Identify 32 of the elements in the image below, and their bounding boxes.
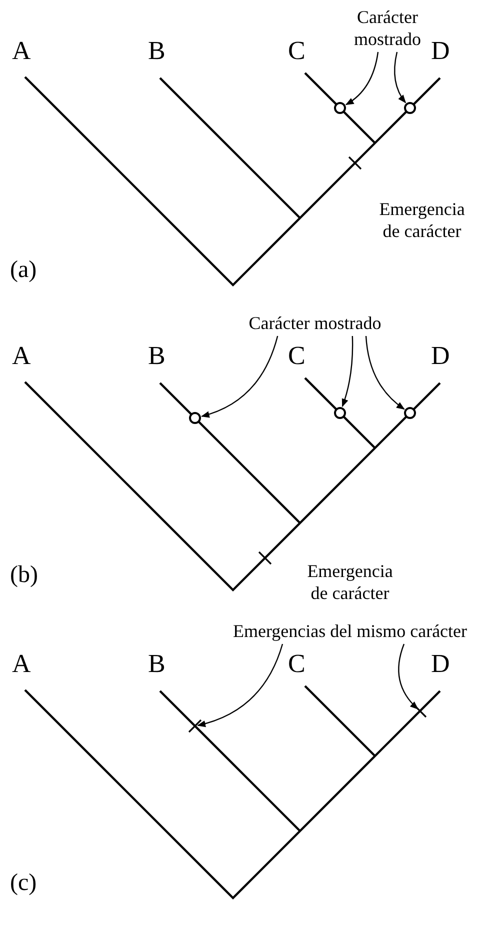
- character-marker: [404, 102, 416, 114]
- annotation-text: Emergencias del mismo carácter: [215, 620, 485, 642]
- taxon-label: D: [431, 341, 450, 371]
- taxon-label: A: [12, 36, 31, 66]
- annotation-text: Emergencia de carácter: [378, 198, 466, 242]
- character-marker: [404, 407, 416, 419]
- leader-arrow: [197, 644, 284, 727]
- taxon-label: B: [148, 341, 166, 371]
- annotation-text: Emergencia de carácter: [306, 560, 394, 604]
- taxon-label: A: [12, 649, 31, 679]
- panel-label: (c): [10, 869, 37, 898]
- taxon-label: C: [288, 36, 306, 66]
- leader-arrow: [201, 336, 278, 418]
- tick-mark: [188, 719, 202, 733]
- taxon-label: A: [12, 341, 31, 371]
- panel-label: (a): [10, 256, 37, 285]
- taxon-label: C: [288, 341, 306, 371]
- taxon-label: D: [431, 649, 450, 679]
- leader-arrow: [394, 52, 406, 104]
- taxon-label: D: [431, 36, 450, 66]
- character-marker: [189, 412, 201, 424]
- taxon-label: B: [148, 649, 166, 679]
- taxon-label: C: [288, 649, 306, 679]
- panel-label: (b): [10, 561, 38, 590]
- leader-arrow: [365, 336, 405, 410]
- leader-arrow: [345, 52, 379, 106]
- leader-arrow: [398, 644, 418, 710]
- taxon-label: B: [148, 36, 166, 66]
- character-marker: [334, 102, 346, 114]
- annotation-text: Carácter mostrado: [230, 312, 400, 334]
- leader-arrow: [342, 336, 354, 408]
- character-marker: [334, 407, 346, 419]
